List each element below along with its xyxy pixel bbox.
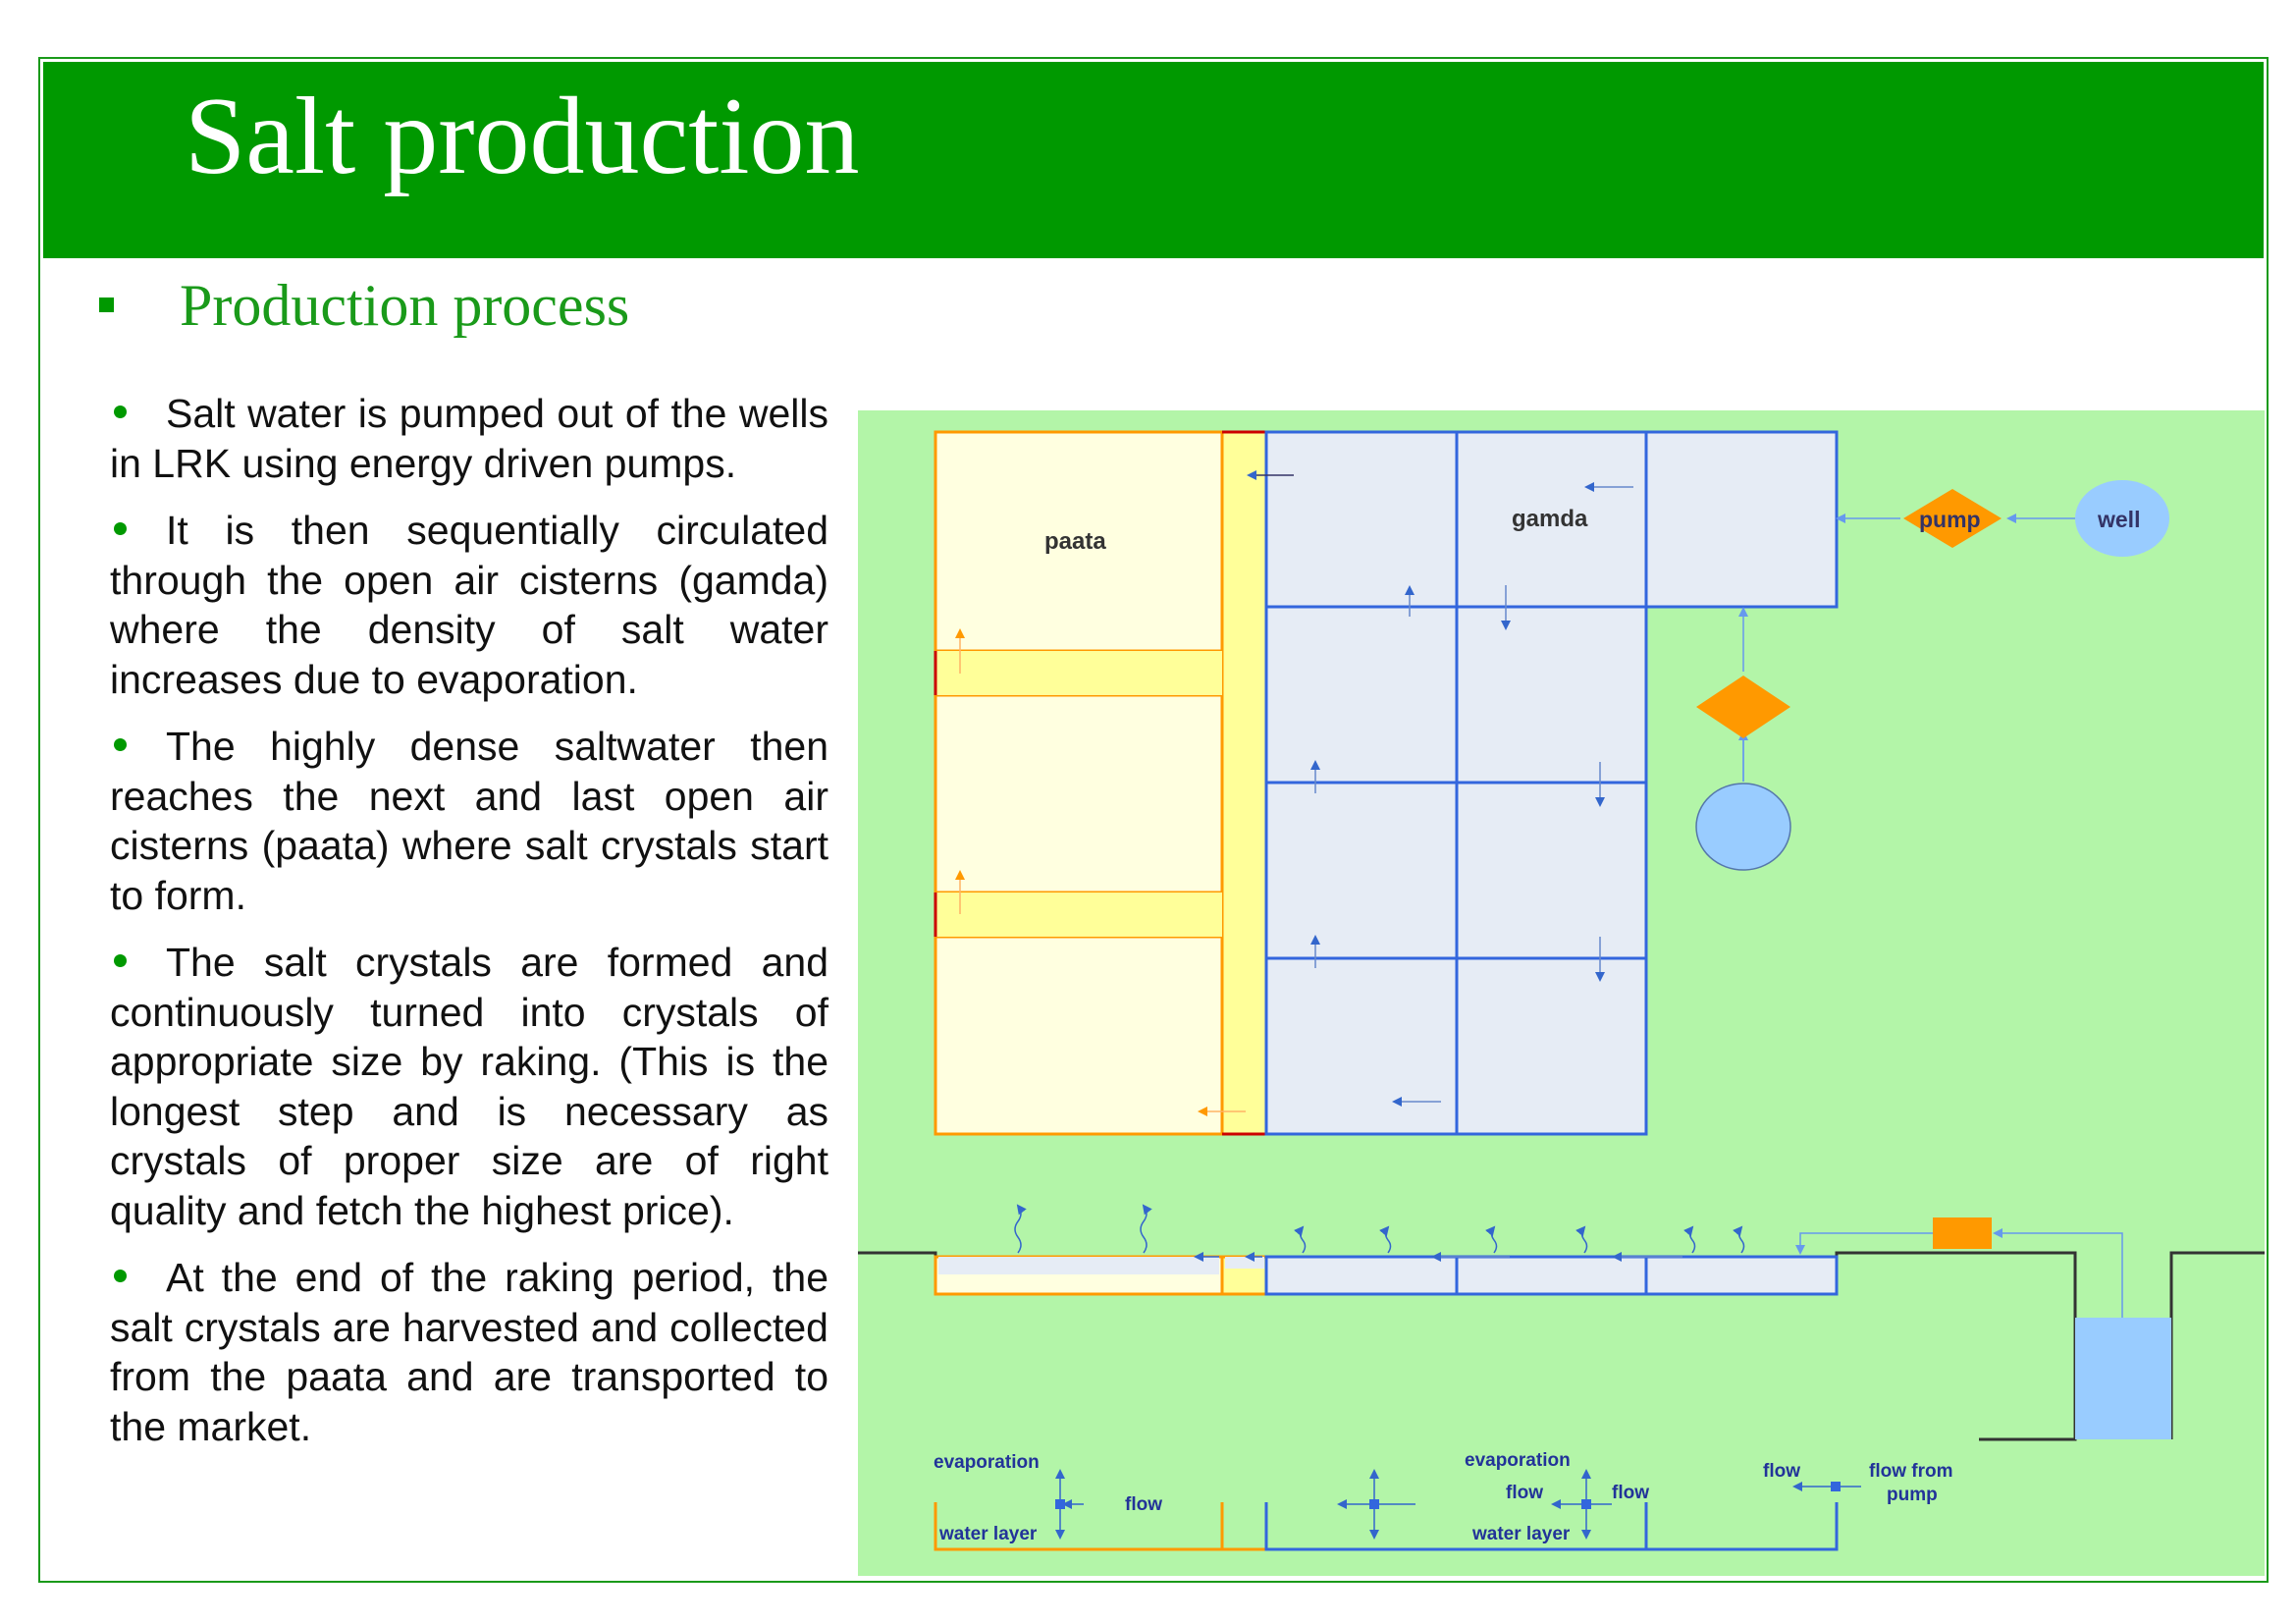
slide-title: Salt production xyxy=(185,76,860,197)
bullet-item: At the end of the raking period, the sal… xyxy=(110,1253,828,1451)
bullet-item: Salt water is pumped out of the wells in… xyxy=(110,389,828,488)
bullet-text: The highly dense saltwater then reaches … xyxy=(110,724,828,918)
legend-flow: flow xyxy=(1125,1494,1162,1515)
bullet-text: Salt water is pumped out of the wells in… xyxy=(110,391,828,486)
pump-label: pump xyxy=(1919,507,1981,532)
square-bullet-icon xyxy=(99,298,114,312)
bullet-dot-icon xyxy=(114,737,127,751)
bullet-dot-icon xyxy=(114,405,127,418)
paata-cisterns xyxy=(934,430,1224,1136)
bullet-text: It is then sequentially circulated throu… xyxy=(110,508,828,702)
gamda-section xyxy=(1264,1255,1839,1296)
bullet-dot-icon xyxy=(114,1269,127,1282)
bullet-text: The salt crystals are formed and continu… xyxy=(110,940,828,1233)
evaporation-arrows xyxy=(1014,1204,1745,1254)
legend-evaporation: evaporation xyxy=(934,1452,1040,1473)
legend-flow-from: flow from xyxy=(1869,1461,1953,1482)
legend-flow-2b: flow xyxy=(1612,1483,1649,1503)
well-symbol xyxy=(2075,480,2169,557)
legend-pump: pump xyxy=(1887,1485,1938,1505)
bullet-item: The highly dense saltwater then reaches … xyxy=(110,722,828,920)
legend-water-layer: water layer xyxy=(938,1524,1038,1544)
title-bar xyxy=(43,62,2264,258)
legend-symbols xyxy=(934,1469,1861,1551)
legend-flow-2a: flow xyxy=(1506,1483,1543,1503)
feed-channel xyxy=(934,430,1268,1136)
paata-section xyxy=(934,1255,1268,1296)
legend-evaporation-2: evaporation xyxy=(1465,1450,1571,1471)
pump-symbol xyxy=(1903,489,2002,548)
pump-pipe xyxy=(1795,1228,2123,1318)
slide-frame xyxy=(38,57,2269,1583)
legend-water-layer-2: water layer xyxy=(1471,1524,1571,1544)
bullet-item: It is then sequentially circulated throu… xyxy=(110,506,828,704)
flow-arrows-top xyxy=(955,470,2075,1116)
pump-symbol-2 xyxy=(1696,676,1790,738)
well-water xyxy=(2075,1318,2171,1439)
bullet-dot-icon xyxy=(114,521,127,535)
legend-flow-3: flow xyxy=(1763,1461,1800,1482)
gamda-cisterns xyxy=(1264,430,1839,1136)
pump-box xyxy=(1933,1217,1992,1249)
gamda-label: gamda xyxy=(1512,506,1588,532)
well-symbol-2 xyxy=(1695,783,1791,871)
legend-labels: evaporation flow water layer evaporation… xyxy=(934,1450,1953,1544)
salt-production-diagram: paata gamda pump well xyxy=(858,410,2265,1576)
well-label: well xyxy=(2097,507,2140,532)
paata-label: paata xyxy=(1044,528,1106,555)
slide-subtitle: Production process xyxy=(180,273,630,338)
legend-nodes xyxy=(1055,1482,1841,1509)
bullet-dot-icon xyxy=(114,953,127,967)
bullet-text: At the end of the raking period, the sal… xyxy=(110,1255,828,1449)
bullet-item: The salt crystals are formed and continu… xyxy=(110,938,828,1235)
bullet-list: Salt water is pumped out of the wells in… xyxy=(110,389,828,1469)
